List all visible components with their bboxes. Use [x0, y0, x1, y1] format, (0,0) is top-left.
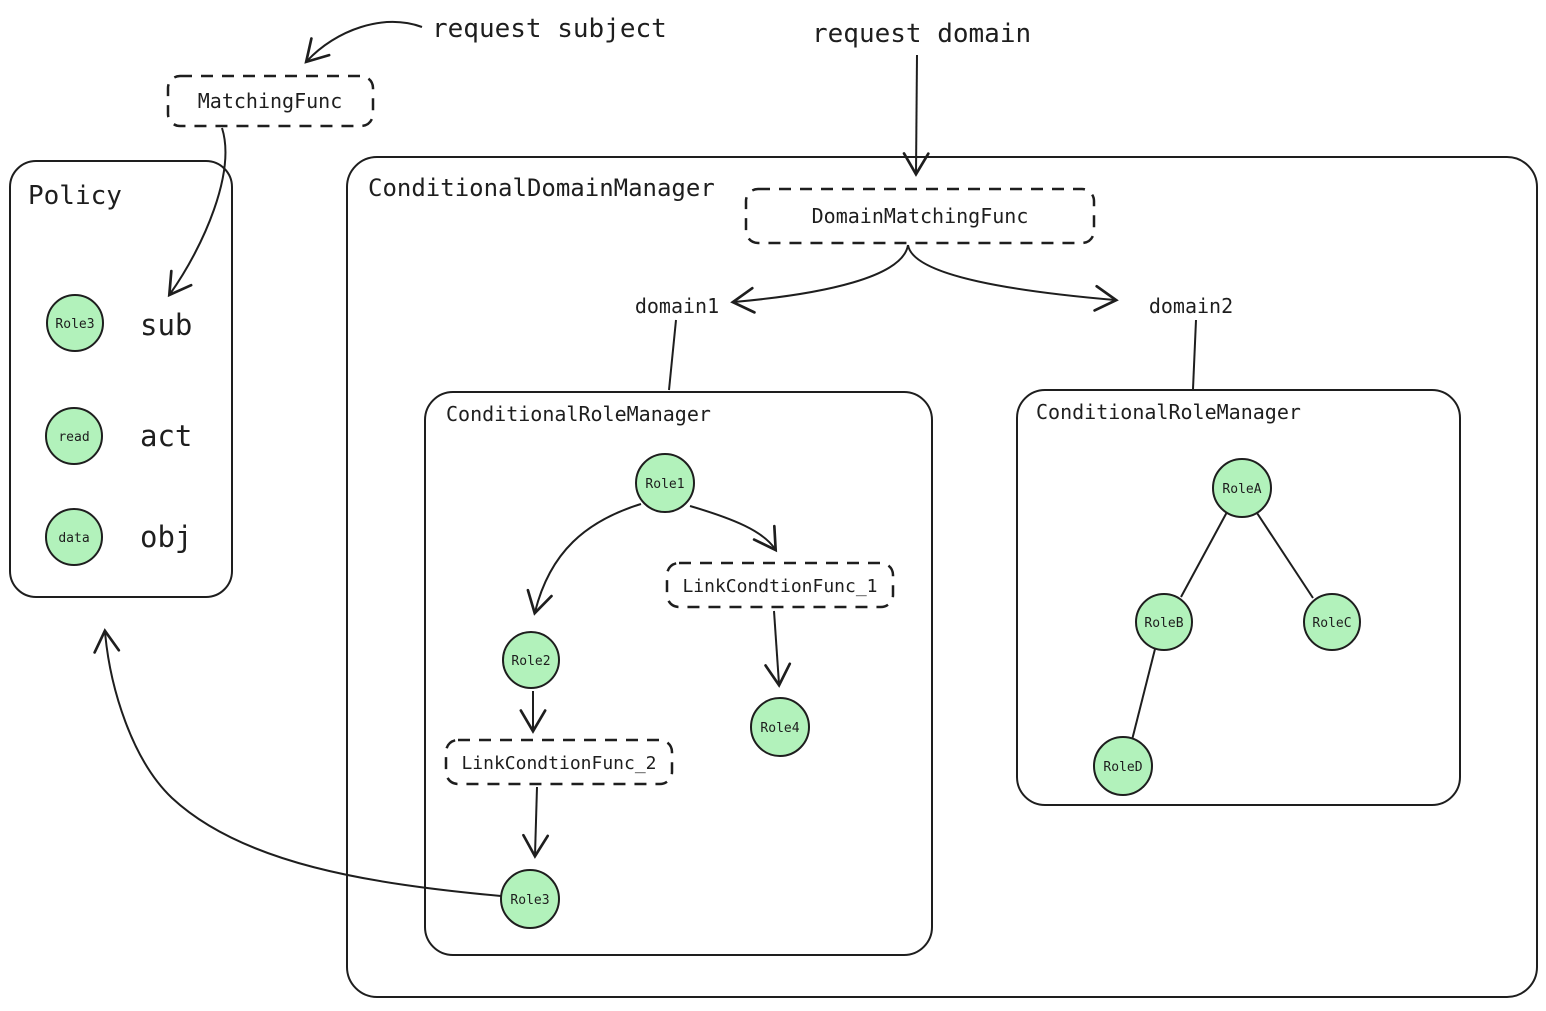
matching-func-label: MatchingFunc: [198, 89, 343, 113]
link-condition-func-2-label: LinkCondtionFunc_2: [461, 753, 656, 774]
conditional-role-manager-1-title: ConditionalRoleManager: [446, 402, 711, 426]
role1-to-role2-arrow: [526, 503, 642, 616]
domain1-connector-line: [668, 319, 677, 391]
roleA-roleB-edge: [1180, 511, 1228, 598]
roleB-roleD-edge: [1131, 648, 1156, 741]
role-node-role1: [635, 453, 695, 513]
policy-row-label-obj: obj: [140, 520, 192, 554]
role-node-roleB: [1135, 593, 1193, 651]
role-node-roleB-label: RoleB: [1144, 616, 1183, 631]
role-node-role3-label: Role3: [510, 893, 549, 908]
policy-title: Policy: [28, 181, 122, 211]
domain-split-left-arrow: [730, 244, 909, 314]
conditional-domain-manager-title: ConditionalDomainManager: [368, 174, 715, 202]
link-condition-func-1-box: [665, 561, 895, 609]
domain2-connector-line: [1192, 319, 1197, 390]
link-condition-func-1-label: LinkCondtionFunc_1: [682, 576, 877, 597]
role-node-role4-label: Role4: [760, 721, 799, 736]
request-domain-arrow: [902, 54, 930, 177]
policy-row-label-act: act: [140, 419, 192, 453]
link-condition-func-2-box: [444, 738, 674, 786]
policy-node-data: [45, 508, 103, 566]
role-node-roleC: [1303, 593, 1361, 651]
policy-node-read: [45, 407, 103, 465]
policy-box: [9, 160, 233, 598]
domain2-label: domain2: [1149, 294, 1233, 318]
request-subject-label: request subject: [432, 14, 667, 44]
link-func-1-to-role4-arrow: [764, 610, 792, 688]
role-node-role4: [750, 697, 810, 757]
conditional-role-manager-1-box: [424, 391, 933, 956]
role3-to-policy-arrow: [93, 628, 502, 897]
roleA-roleC-edge: [1256, 512, 1314, 599]
request-domain-label: request domain: [812, 19, 1031, 49]
domain-matching-func-box: [744, 187, 1096, 245]
role-node-roleD: [1093, 736, 1153, 796]
role-node-role3: [500, 869, 560, 929]
role-node-roleC-label: RoleC: [1312, 616, 1351, 631]
role1-to-link-func-1-arrow: [689, 505, 778, 553]
policy-node-data-label: data: [58, 531, 89, 546]
role-node-roleA: [1212, 458, 1272, 518]
policy-node-read-label: read: [58, 430, 89, 445]
conditional-role-manager-2-box: [1016, 389, 1461, 806]
role-node-roleA-label: RoleA: [1222, 482, 1261, 497]
policy-node-role3-label: Role3: [55, 317, 94, 332]
domain1-label: domain1: [635, 294, 719, 318]
role-node-roleD-label: RoleD: [1103, 760, 1142, 775]
role-node-role2-label: Role2: [511, 654, 550, 669]
policy-row-label-sub: sub: [140, 308, 192, 342]
domain-matching-func-label: DomainMatchingFunc: [812, 204, 1029, 228]
role-node-role2: [502, 631, 560, 689]
role-node-role1-label: Role1: [645, 477, 684, 492]
request-subject-arrow: [304, 21, 423, 64]
policy-node-role3: [46, 294, 104, 352]
matching-func-to-policy-arrow: [167, 127, 227, 298]
conditional-role-manager-2-title: ConditionalRoleManager: [1036, 400, 1301, 424]
domain-split-right-arrow: [907, 244, 1119, 312]
matching-func-box: [166, 74, 375, 128]
link-func-2-to-role3-arrow: [522, 786, 550, 859]
